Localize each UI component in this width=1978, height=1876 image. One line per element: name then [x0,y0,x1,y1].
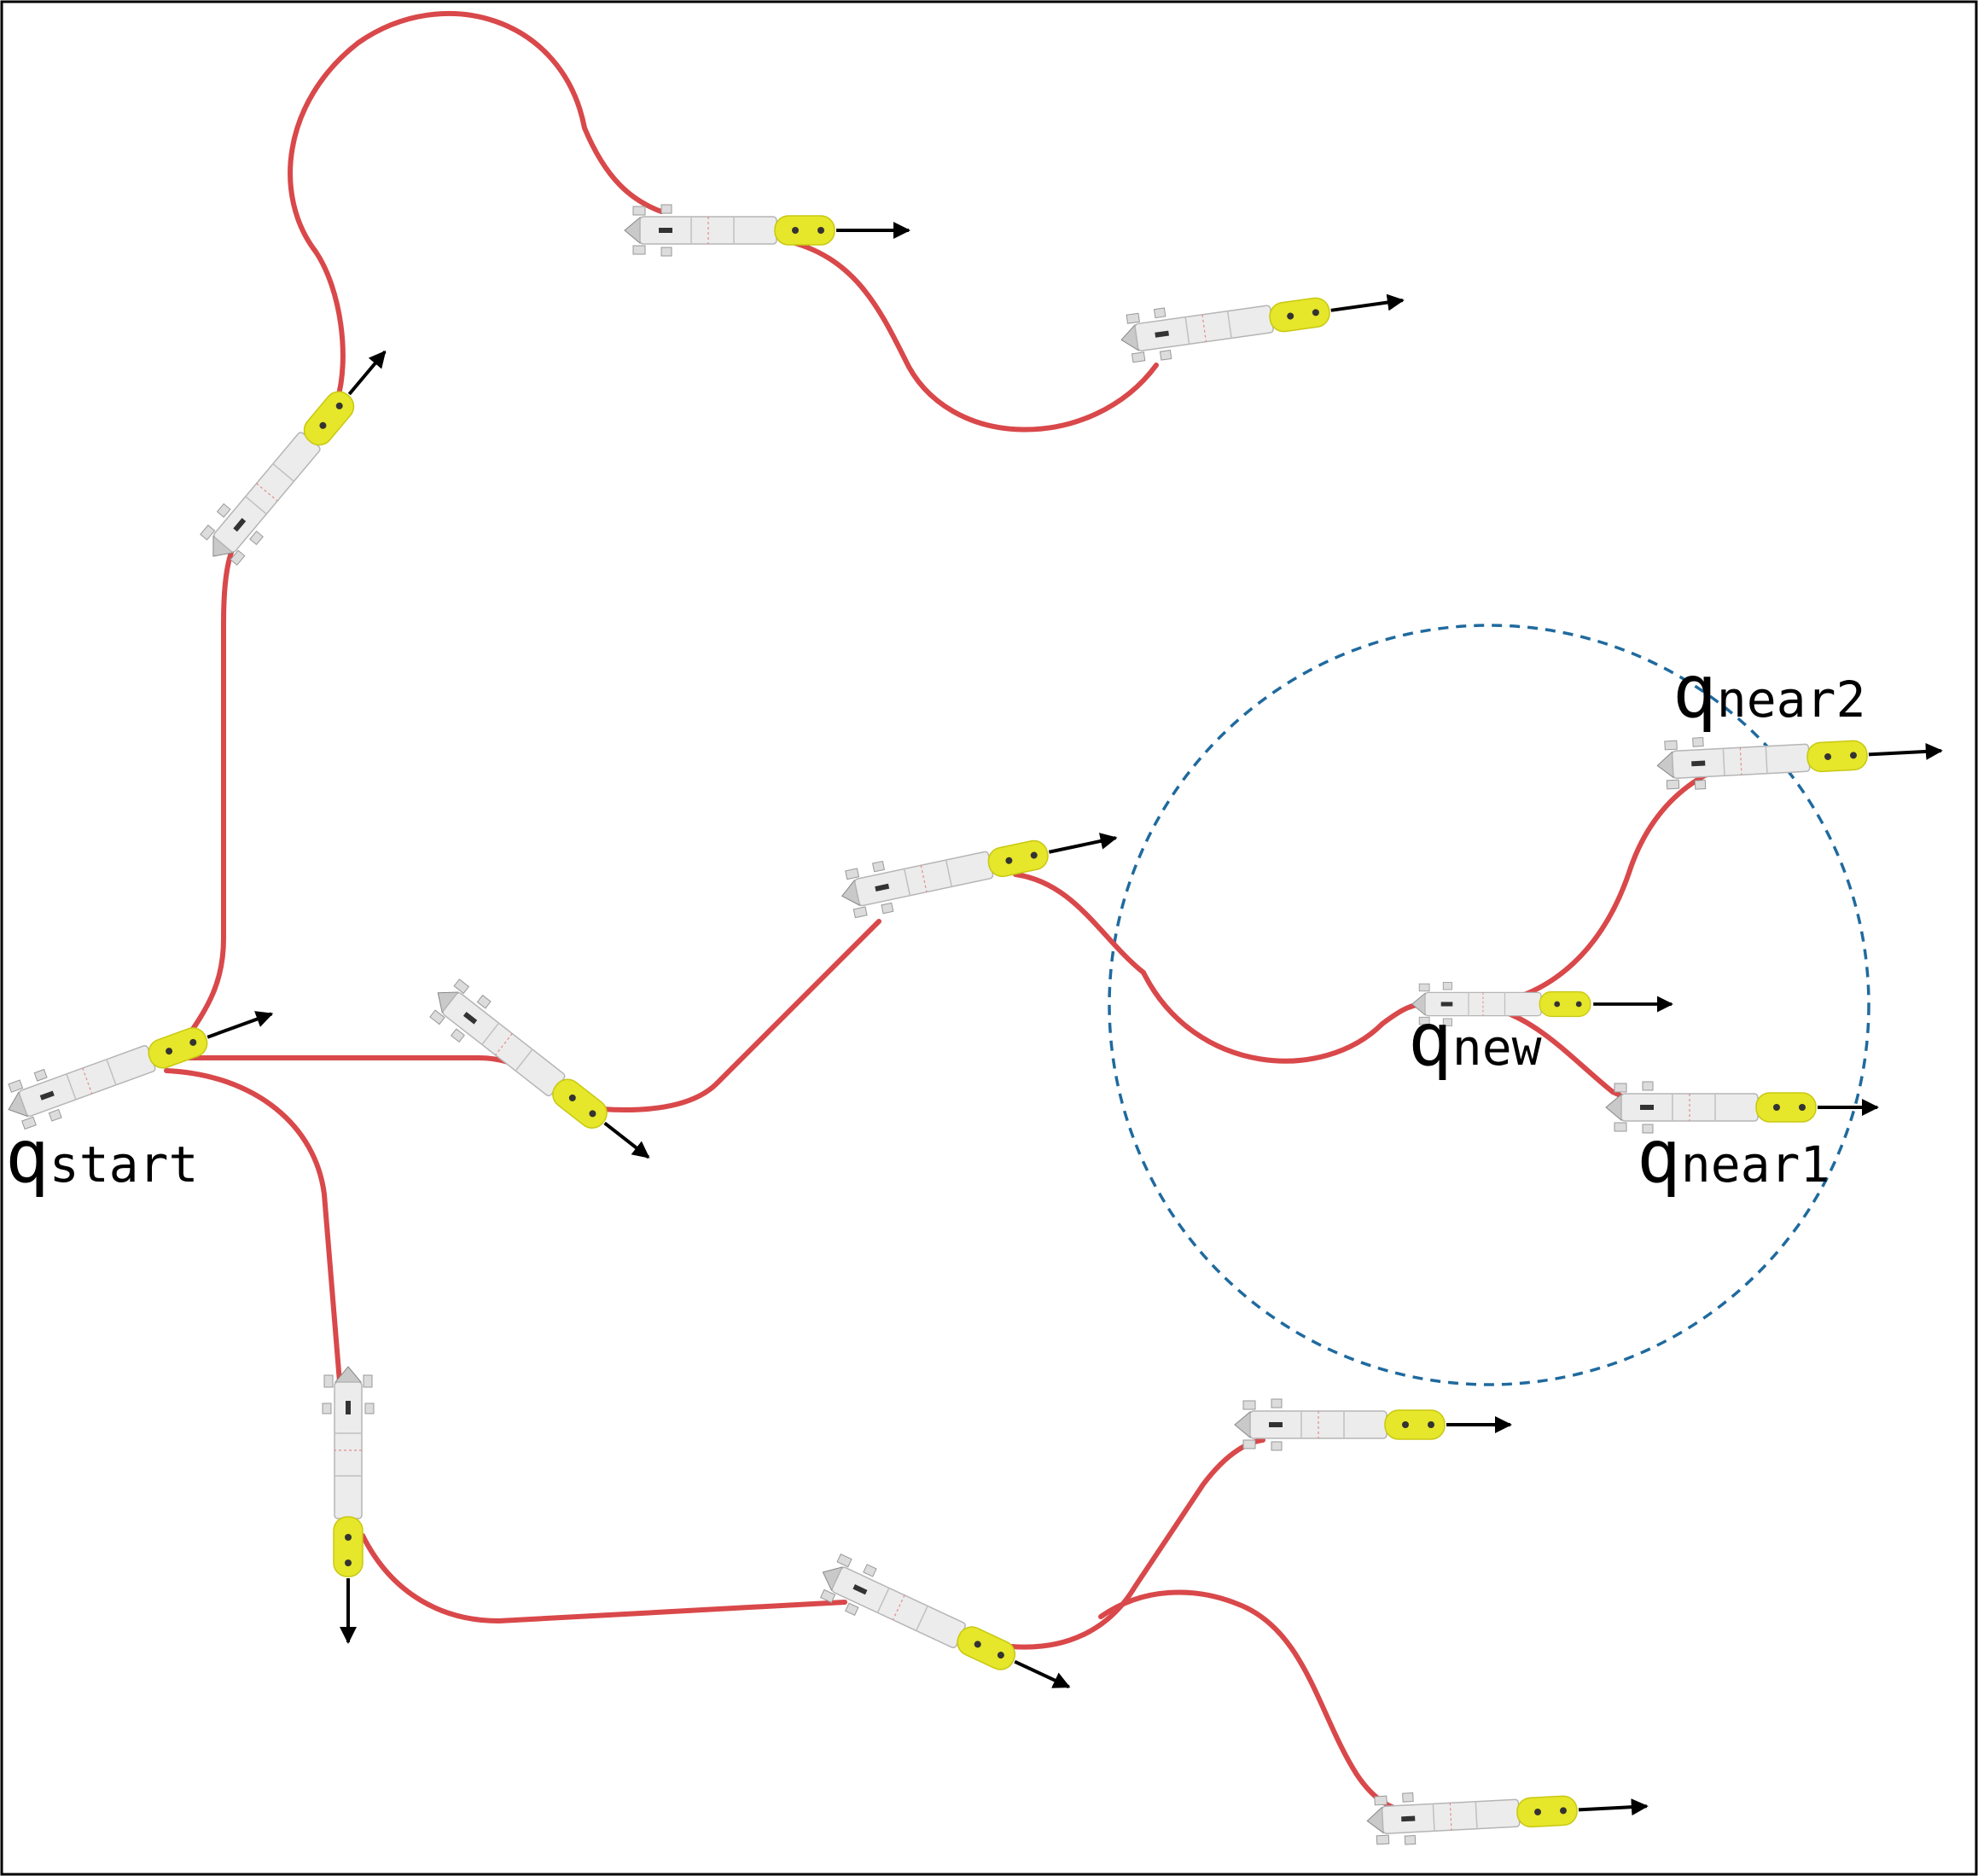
robot-bottom-mid [811,1548,1071,1689]
robot-mid1 [421,972,650,1159]
label-qnear1: qnear1 [1637,1114,1830,1199]
path-bottom-mid-to-right1 [1009,1437,1265,1650]
tree-edges [164,10,1769,1813]
robot-qnear2 [1655,728,1943,793]
robot-left-up [193,350,387,574]
path-qnew-to-near2 [1478,757,1769,1008]
robot-center [835,827,1118,922]
robot-top [624,204,910,257]
heading-arrow [603,1121,650,1159]
label-qnew: qnew [1408,997,1542,1083]
heading-arrow [207,1011,274,1039]
path-bottom-mid-to-right2 [1098,1589,1406,1813]
path-loop-to-top-robot [288,10,664,404]
path-top-to-right-top [782,238,1159,433]
heading-arrow [1014,1659,1071,1689]
heading-arrow [1868,742,1943,760]
robot-bottom-right1 [1234,1398,1512,1451]
heading-arrow [1578,1798,1649,1816]
path-down-to-bottom-mid [360,1533,847,1624]
path-mid1-to-center [599,919,881,1112]
heading-arrow [1048,833,1118,854]
path-center-to-qnew [1013,872,1419,1064]
robot-qnear1 [1605,1081,1879,1134]
path-start-to-down [164,1068,342,1385]
robot-qnew [1411,981,1673,1027]
label-qnear2: qnear2 [1673,649,1865,735]
neighborhood-circle [1108,624,1870,1386]
robot-bottom-right2 [1364,1783,1649,1848]
robot-down [322,1366,375,1644]
heading-arrow [1330,293,1405,312]
robot-top-right [1117,284,1405,366]
path-start-to-mid1 [181,1055,532,1079]
robot-start [0,1011,274,1135]
path-start-to-left-top [181,526,252,1045]
label-qstart: qstart [5,1114,198,1199]
heading-arrow [347,350,387,396]
